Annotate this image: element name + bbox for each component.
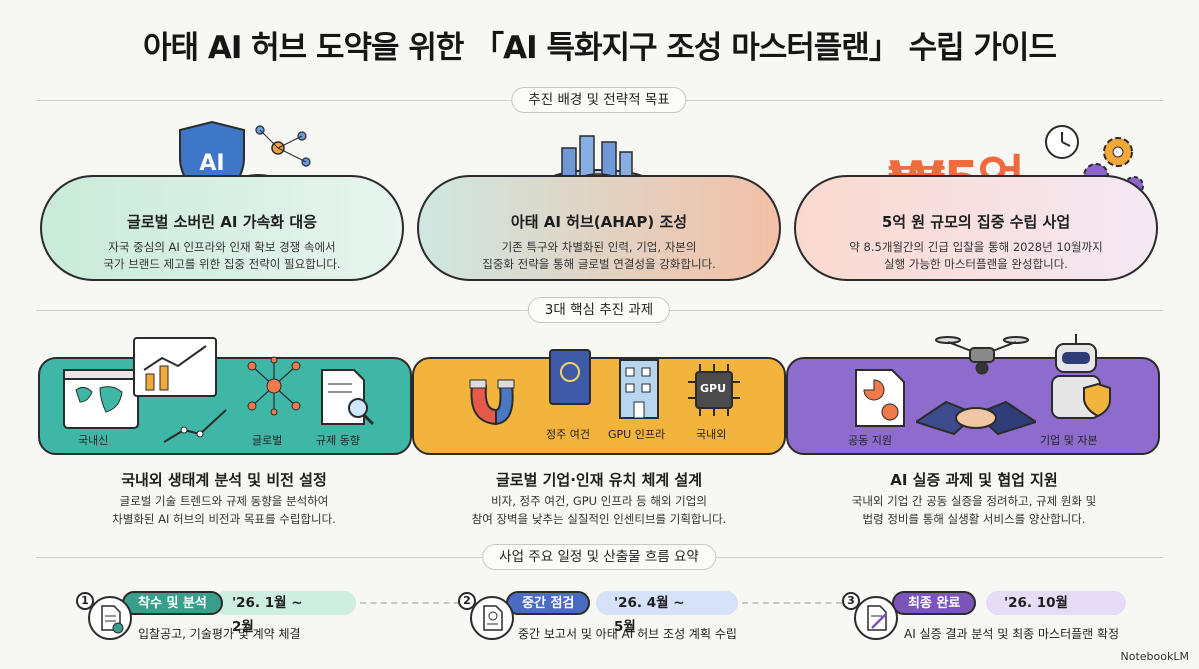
- document-seal-icon: [470, 596, 514, 640]
- timeline-date: '26. 1월 ~ 2월: [214, 591, 356, 635]
- task-label: 국내외: [696, 428, 727, 441]
- gpu-chip-text: GPU: [700, 382, 727, 395]
- goal-heading: 글로벌 소버린 AI 가속화 대응: [127, 213, 317, 231]
- section-pill-schedule: 사업 주요 일정 및 산출물 흐름 요약: [482, 544, 716, 570]
- world-map-icon: [63, 369, 139, 429]
- svg-text:AI: AI: [199, 151, 224, 176]
- task-heading: 글로벌 기업·인재 유치 체계 설계: [496, 471, 702, 489]
- timeline-connector: [742, 602, 842, 604]
- timeline-output: 중간 보고서 및 아태 AI 허브 조성 계획 수립: [518, 627, 737, 641]
- task-desc-line: 법령 정비를 통해 실생활 서비스를 양산합니다.: [862, 512, 1086, 526]
- timeline-output: AI 실증 결과 분석 및 최종 마스터플랜 확정: [904, 627, 1120, 641]
- task-label: 공동 지원: [848, 434, 892, 447]
- goal-desc-line: 약 8.5개월간의 긴급 입찰을 통해 2028년 10월까지: [849, 240, 1103, 254]
- goal-heading: 5억 원 규모의 집중 수립 사업: [881, 213, 1071, 231]
- building-icon: [619, 359, 659, 419]
- document-pen-icon: [854, 596, 898, 640]
- trend-line-icon: [163, 409, 227, 443]
- goal-card-budget: 5억 원 규모의 집중 수립 사업 약 8.5개월간의 긴급 입찰을 통해 20…: [794, 175, 1158, 281]
- step-number: 2: [458, 592, 476, 610]
- goal-heading: 아태 AI 허브(AHAP) 조성: [510, 213, 688, 231]
- task-desc-line: 국내외 기업 간 공동 실증을 정려하고, 규제 원화 및: [851, 494, 1097, 508]
- goal-desc-line: 집중화 전략을 통해 글로벌 연결성을 강화합니다.: [482, 257, 716, 271]
- timeline-output: 입찰공고, 기술평가 및 계약 체결: [138, 627, 301, 641]
- timeline-stage: 착수 및 분석: [122, 591, 223, 615]
- robot-icon: [1051, 334, 1111, 419]
- growth-chart-icon: [133, 337, 217, 397]
- section-pill-tasks: 3대 핵심 추진 과제: [527, 297, 671, 323]
- document-search-icon: [321, 369, 375, 426]
- brand-label: NotebookLM: [1120, 650, 1189, 663]
- passport-icon: [549, 349, 591, 405]
- step-number: 3: [842, 592, 860, 610]
- timeline-stage: 중간 점검: [506, 591, 591, 615]
- section-pill-background: 추진 배경 및 전략적 목표: [511, 87, 687, 113]
- goal-desc-line: 기존 특구와 차별화된 인력, 기업, 자본의: [501, 240, 697, 254]
- gpu-chip-icon: [688, 364, 740, 416]
- handshake-icon: [916, 400, 1036, 436]
- task-label: 글로벌: [252, 434, 283, 447]
- task-heading: AI 실증 과제 및 협업 지원: [890, 471, 1058, 489]
- goal-card-sovereign: 글로벌 소버린 AI 가속화 대응 자국 중심의 AI 인프라와 인재 확보 경…: [40, 175, 404, 281]
- task-label: 국내신: [78, 434, 109, 447]
- goal-desc-line: 국가 브랜드 제고를 위한 집중 전략이 필요합니다.: [103, 257, 341, 271]
- task-label: 규제 동향: [316, 434, 360, 447]
- magnet-icon: [469, 379, 515, 426]
- timeline-stage: 최종 완료: [892, 591, 977, 615]
- timeline-connector: [360, 602, 460, 604]
- document-check-icon: [88, 596, 132, 640]
- step-number: 1: [76, 592, 94, 610]
- report-icon: [855, 369, 905, 427]
- drone-icon: [935, 336, 1029, 375]
- goal-desc-line: 실행 가능한 마스터플랜을 완성합니다.: [884, 257, 1068, 271]
- task-desc-line: 글로벌 기술 트렌드와 규제 동향을 분석하여: [119, 494, 329, 508]
- task-label: 정주 여건: [546, 428, 590, 441]
- task-heading: 국내외 생태계 분석 및 비전 설정: [121, 471, 327, 489]
- page-title: 아태 AI 허브 도약을 위한 「AI 특화지구 조성 마스터플랜」 수립 가이…: [143, 30, 1057, 66]
- network-icon: [247, 356, 301, 416]
- timeline-date: '26. 10월: [986, 591, 1126, 615]
- goal-card-ahap: 아태 AI 허브(AHAP) 조성 기존 특구와 차별화된 인력, 기업, 자본…: [417, 175, 781, 281]
- goal-desc-line: 자국 중심의 AI 인프라와 인재 확보 경쟁 속에서: [108, 240, 336, 254]
- task-label: GPU 인프라: [608, 428, 666, 441]
- task-desc-line: 참여 장벽을 낮추는 실질적인 인센티브를 기획합니다.: [471, 512, 727, 526]
- task-label: 기업 및 자본: [1040, 434, 1098, 447]
- timeline-date: '26. 4월 ~ 5월: [596, 591, 738, 635]
- task-desc-line: 비자, 정주 여건, GPU 인프라 등 해외 기업의: [491, 494, 707, 508]
- task-desc-line: 차별화된 AI 허브의 비전과 목표를 수립합니다.: [112, 512, 336, 526]
